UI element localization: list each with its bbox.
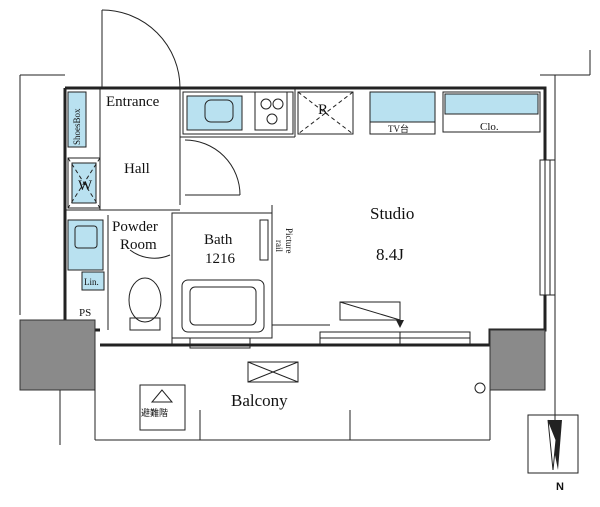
toilet — [128, 277, 162, 331]
outer-walls — [63, 86, 547, 347]
room-labels: Entrance Hall Powder Room Bath 1216 Stud… — [79, 94, 414, 410]
pipe-space-label: PS — [79, 307, 91, 319]
structural-column-right — [489, 329, 546, 391]
washer-space: W — [67, 157, 101, 209]
closet-label: Clo. — [480, 121, 499, 133]
bath-label: Bath — [204, 232, 233, 248]
structural-column-left — [19, 319, 96, 391]
linen-label: Lin. — [84, 277, 99, 287]
powder-room-label-line2: Room — [120, 237, 157, 253]
studio-size-label: 8.4J — [376, 245, 404, 264]
emergency-ladder-label: 避難階 — [141, 407, 168, 418]
shoes-box: ShoesBox — [67, 91, 87, 148]
interior-walls — [65, 88, 330, 345]
entrance-label: Entrance — [106, 94, 160, 110]
window-right — [539, 159, 556, 296]
picture-rail-label-line2: rail — [274, 240, 284, 252]
picture-rail-label-line1: Picture — [284, 228, 294, 254]
powder-room-label-line1: Powder — [112, 219, 158, 235]
studio-label: Studio — [370, 204, 414, 223]
vanity-sink — [67, 219, 104, 271]
compass: N — [527, 414, 579, 493]
window-balcony — [189, 331, 471, 349]
shoes-box-label: ShoesBox — [72, 108, 82, 145]
tv-stand: TV台 — [369, 91, 436, 135]
bath-size-label: 1216 — [205, 251, 236, 267]
hall-door — [184, 139, 241, 196]
entrance-door — [101, 9, 181, 89]
hall-label: Hall — [124, 161, 150, 177]
tv-label: TV台 — [388, 123, 409, 134]
balcony-area — [59, 350, 491, 445]
balcony-label: Balcony — [231, 391, 288, 410]
outdoor-unit — [247, 361, 299, 383]
powder-room-door — [129, 249, 171, 259]
compass-north-label: N — [556, 481, 564, 493]
kitchen-counter — [182, 91, 294, 135]
closet: Clo. — [442, 91, 541, 133]
linen-closet: Lin. — [81, 271, 105, 291]
emergency-ladder-hatch: 避難階 — [139, 384, 186, 431]
ac-unit — [339, 301, 404, 328]
refrigerator: R — [297, 91, 354, 135]
washer-label: W — [78, 178, 93, 194]
bathtub — [181, 219, 269, 333]
refrigerator-label: R — [318, 102, 328, 118]
